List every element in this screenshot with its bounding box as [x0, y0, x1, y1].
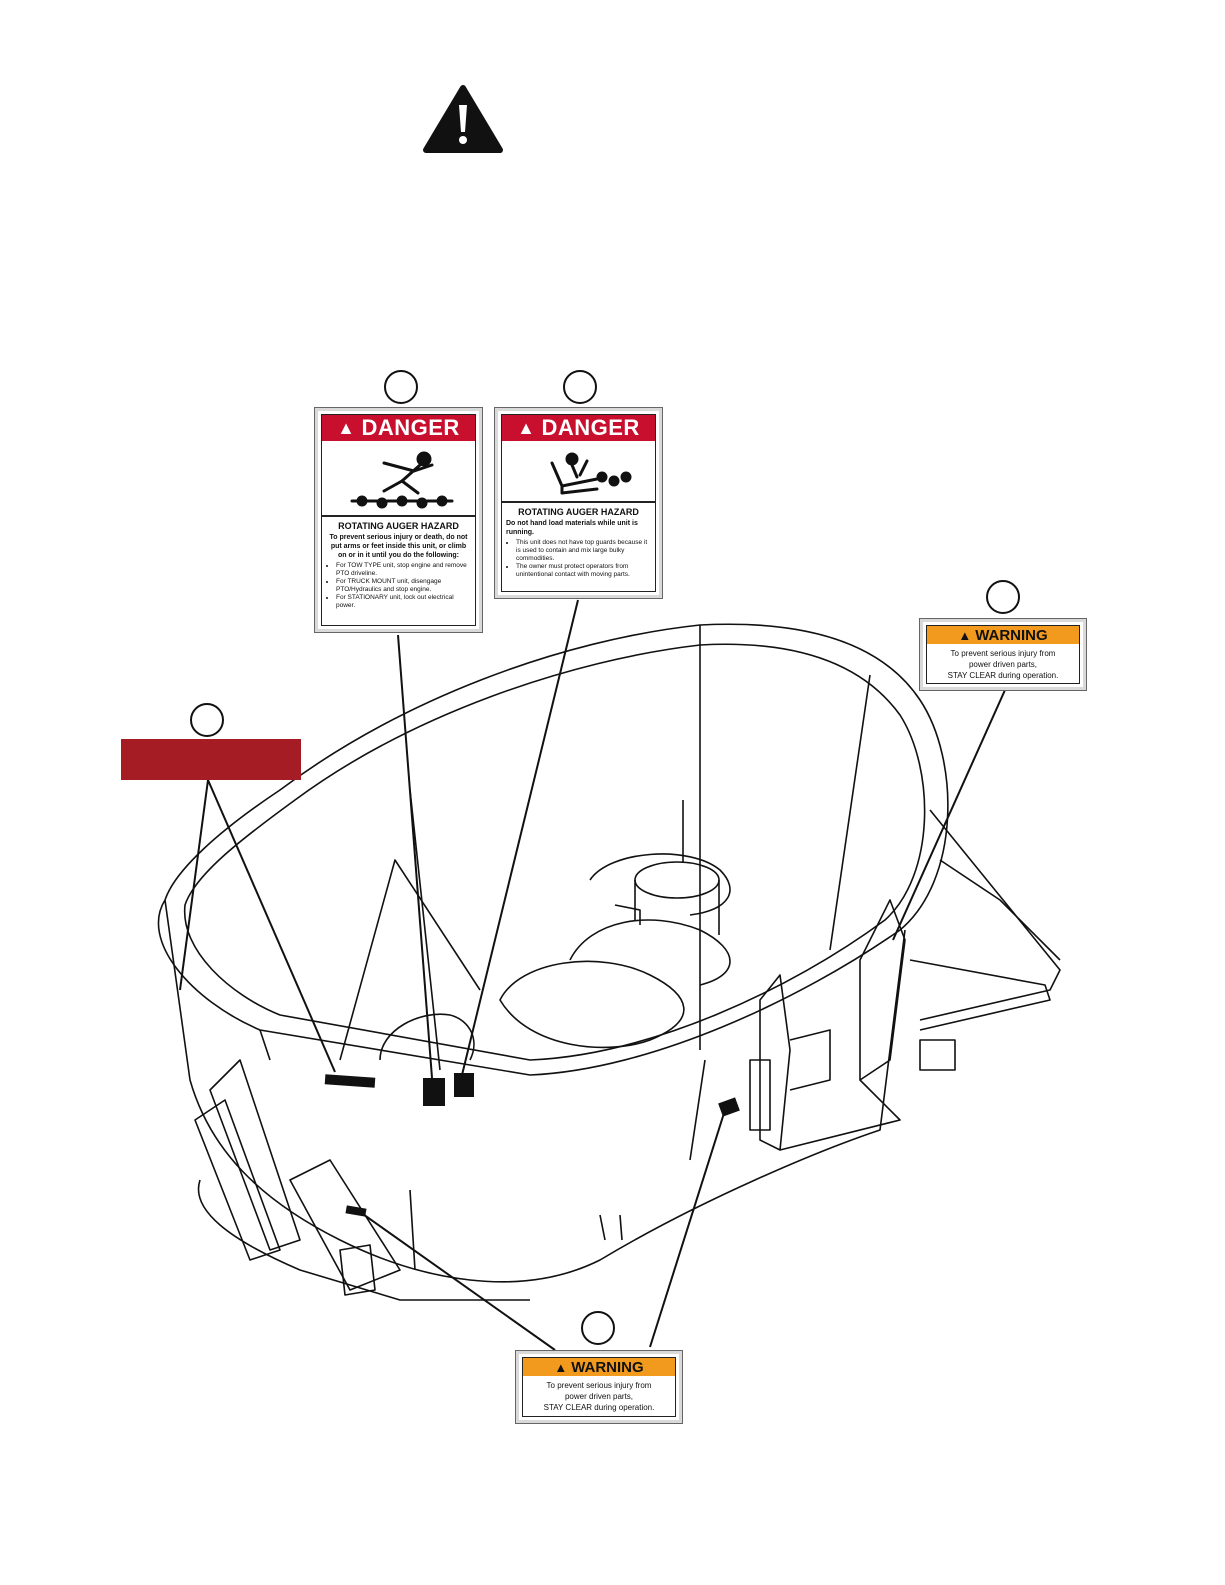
safety-alert-triangle-icon: ▲	[337, 417, 356, 438]
danger-decal-right: ▲ DANGER ROTATING AUGER HAZARD Do not ha…	[495, 408, 662, 598]
callout-circle-red-marker	[190, 703, 224, 737]
warning-decal-lower: ▲ WARNING To prevent serious injury from…	[516, 1351, 682, 1423]
safety-alert-triangle-icon: ▲	[958, 627, 972, 643]
safety-alert-triangle-icon	[423, 85, 503, 153]
danger-decal-left: ▲ DANGER ROTATING AUGER HAZARD To preven	[315, 408, 482, 632]
danger-header: ▲ DANGER	[502, 415, 655, 441]
red-marker-box	[121, 739, 301, 780]
decal-markers	[324, 1073, 740, 1217]
leader-lines	[179, 599, 1006, 1351]
warning-decal-upper: ▲ WARNING To prevent serious injury from…	[920, 619, 1086, 690]
danger-header: ▲ DANGER	[322, 415, 475, 441]
callout-circle-danger-left	[384, 370, 418, 404]
warning-header: ▲ WARNING	[927, 626, 1079, 644]
warning-header: ▲ WARNING	[523, 1358, 675, 1376]
falling-person-auger-icon	[322, 441, 475, 516]
mixer-tub-drawing	[157, 623, 1061, 1301]
safety-alert-triangle-icon: ▲	[554, 1359, 568, 1375]
callout-circle-danger-right	[563, 370, 597, 404]
person-in-auger-icon	[502, 441, 655, 502]
callout-circle-warning-upper	[986, 580, 1020, 614]
callout-circle-warning-lower	[581, 1311, 615, 1345]
safety-alert-triangle-icon: ▲	[517, 417, 536, 438]
